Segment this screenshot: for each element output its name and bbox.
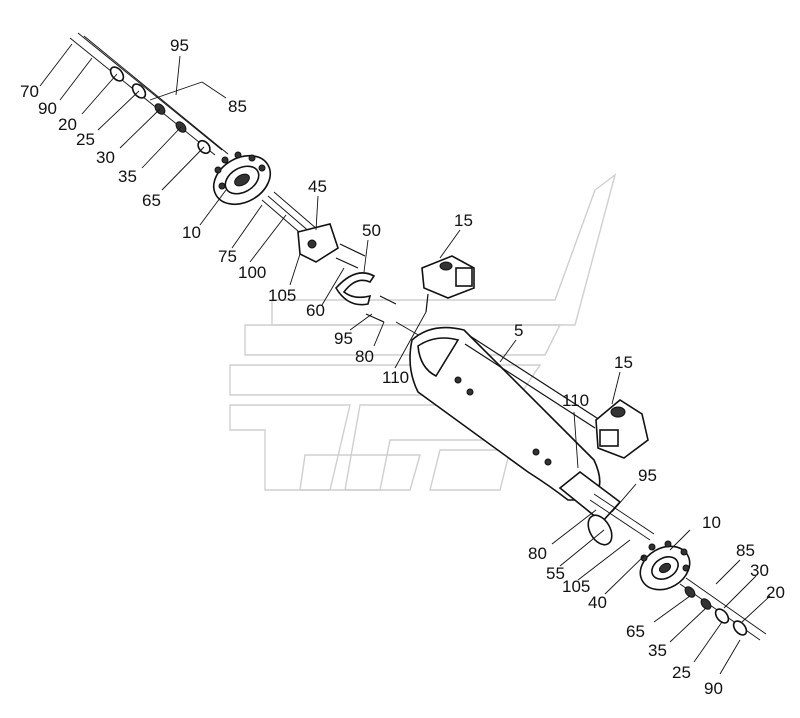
label-15: 15 xyxy=(454,211,473,230)
label-35-right: 35 xyxy=(648,641,667,660)
label-90-right: 90 xyxy=(704,679,723,698)
label-60: 60 xyxy=(306,301,325,320)
label-50: 50 xyxy=(362,221,381,240)
label-30: 30 xyxy=(96,148,115,167)
label-10: 10 xyxy=(182,223,201,242)
label-55: 55 xyxy=(546,564,565,583)
label-75: 75 xyxy=(218,247,237,266)
label-80-right: 80 xyxy=(528,544,547,563)
label-90: 90 xyxy=(38,99,57,118)
leader-lines-right xyxy=(499,339,771,675)
leader-lines-left xyxy=(39,43,461,369)
label-105: 105 xyxy=(268,286,296,305)
label-25-right: 25 xyxy=(672,663,691,682)
label-35: 35 xyxy=(118,167,137,186)
left-steering-knuckle xyxy=(395,255,475,337)
left-brake-carrier xyxy=(261,191,397,323)
right-hub-assembly xyxy=(558,470,767,641)
label-110-right: 110 xyxy=(562,391,589,410)
left-brake-drum xyxy=(212,151,272,206)
label-20-right: 20 xyxy=(766,583,785,602)
label-65: 65 xyxy=(142,191,161,210)
label-30-right: 30 xyxy=(750,561,769,580)
label-10-right: 10 xyxy=(702,513,721,532)
label-15-right: 15 xyxy=(614,353,633,372)
label-85: 85 xyxy=(228,97,247,116)
label-20: 20 xyxy=(58,115,77,134)
label-95-right: 95 xyxy=(638,466,657,485)
part-labels-left: 70 90 20 25 30 35 65 95 85 10 75 100 105… xyxy=(20,36,473,387)
label-40: 40 xyxy=(588,593,607,612)
label-25: 25 xyxy=(76,130,95,149)
label-80: 80 xyxy=(355,347,374,366)
label-110: 110 xyxy=(382,368,409,387)
part-labels-right: 5 15 110 95 80 55 105 40 10 85 30 20 65 … xyxy=(514,321,785,698)
label-100: 100 xyxy=(238,263,266,282)
label-65-right: 65 xyxy=(626,622,645,641)
label-5: 5 xyxy=(514,321,523,340)
label-95-lower: 95 xyxy=(334,329,353,348)
label-105-right: 105 xyxy=(562,577,590,596)
right-steering-knuckle xyxy=(595,399,649,459)
label-85-right: 85 xyxy=(736,541,755,560)
label-45: 45 xyxy=(308,177,327,196)
axle-beam xyxy=(409,326,601,501)
label-70: 70 xyxy=(20,82,39,101)
label-95: 95 xyxy=(170,36,189,55)
